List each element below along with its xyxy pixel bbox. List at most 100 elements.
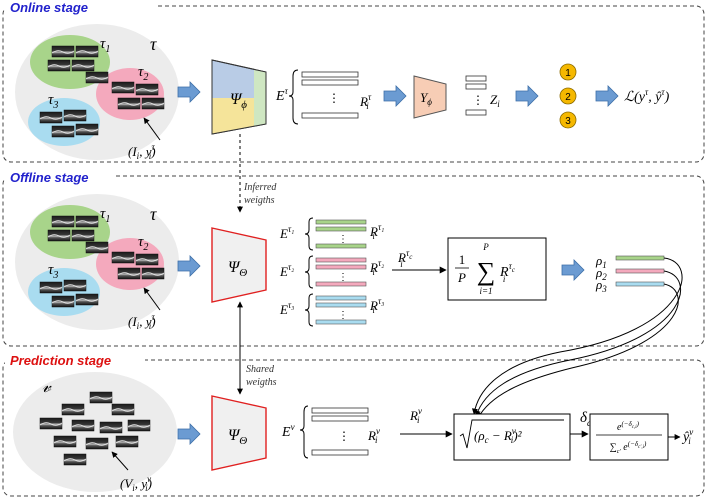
- online-rep-sup: τ: [368, 92, 372, 102]
- online-sample-label: (I: [128, 144, 137, 159]
- prediction-sample-sub: i: [132, 483, 135, 493]
- offline-embed1-label: E: [279, 226, 288, 241]
- svg-text:ρ3: ρ3: [595, 277, 607, 294]
- online-class-circle-2-label: 2: [565, 92, 571, 103]
- offline-sample-end: ): [150, 314, 155, 329]
- prediction-arrow-label-sub: i: [417, 415, 420, 425]
- offline-mean-sum: ∑: [477, 257, 496, 286]
- svg-text:Rνi: Rνi: [409, 406, 422, 425]
- svg-text:τ3: τ3: [48, 92, 58, 111]
- prediction-sample-label: (V: [120, 476, 134, 491]
- prediction-softmax-num-sup-sub: c,i: [632, 425, 637, 430]
- shared-weights-label-2: weigths: [246, 377, 277, 388]
- offline-proto1-label: ρ: [595, 253, 602, 268]
- proto2-connector: [474, 270, 682, 417]
- offline-task1-label: τ: [100, 206, 106, 222]
- offline-encoder: ΨΘ: [211, 227, 267, 303]
- svg-text:Eν: Eν: [281, 422, 295, 440]
- prediction-embed-label: E: [281, 425, 291, 440]
- offline-rep3-sub: i: [372, 305, 375, 315]
- offline-sample-sub2: i: [149, 321, 152, 331]
- offline-mean-term-sub: i: [503, 274, 506, 284]
- prediction-rep-label: R: [367, 428, 376, 443]
- svg-text:τ2: τ2: [138, 234, 148, 253]
- offline-task3-label: τ: [48, 262, 54, 278]
- offline-sample-sub: i: [137, 321, 140, 331]
- offline-rep2-sub: i: [372, 267, 375, 277]
- online-task-set-label: τ: [150, 34, 157, 54]
- svg-text:(Vi, yνi): (Vi, yνi): [120, 474, 152, 493]
- prediction-dist-formula-sup: ν: [512, 426, 516, 436]
- svg-text:ΨΘ: ΨΘ: [228, 427, 247, 447]
- online-class-circle-3: [559, 111, 577, 129]
- svg-text:⋮: ⋮: [338, 310, 348, 321]
- prediction-delta-label: δ: [580, 410, 588, 426]
- prediction-stage-title: Prediction stage: [10, 353, 111, 368]
- prediction-rep-sup: ν: [376, 426, 380, 436]
- prediction-rep-sub: i: [375, 435, 378, 445]
- offline-mean-term-sup: τ: [509, 261, 513, 271]
- offline-rep1-sub: i: [372, 231, 375, 241]
- svg-text:Υϕ: Υϕ: [420, 90, 432, 107]
- svg-text:(ρc − Rνi)²: (ρc − Rνi)²: [474, 426, 523, 445]
- offline-mean-frac-num: 1: [459, 252, 466, 267]
- svg-text:τ1: τ1: [100, 206, 110, 225]
- online-embed-label: E: [275, 89, 285, 104]
- online-encoder: Ψϕ: [211, 59, 267, 135]
- svg-text:ŷνi: ŷνi: [681, 427, 693, 446]
- offline-proto2-sub: 2: [602, 272, 607, 282]
- offline-embed1-sup: τ₁: [288, 224, 294, 234]
- prediction-softmax-den-sup: (−δ: [628, 440, 639, 448]
- online-class-circle-1-label: 1: [565, 68, 571, 79]
- prediction-arrow-1: [177, 423, 201, 445]
- offline-encoder-sub: Θ: [239, 267, 247, 279]
- prediction-arrow-label-sup: ν: [418, 406, 422, 416]
- prediction-dist-formula: (ρ: [474, 428, 485, 443]
- offline-embed2-label: E: [279, 264, 288, 279]
- online-gamma-sub: ϕ: [427, 97, 432, 107]
- prediction-dist-formula-sub: c: [485, 435, 489, 445]
- offline-mean-sum-top: P: [482, 242, 489, 252]
- svg-text:Rνi: Rνi: [367, 426, 380, 445]
- offline-task1-sub: 1: [105, 214, 110, 225]
- offline-proto3-bar: [615, 281, 665, 287]
- online-rep-sub: i: [366, 101, 369, 111]
- prediction-dist-formula-sub2: i: [511, 435, 514, 445]
- online-class-circle-1: [559, 63, 577, 81]
- offline-encoder-label: Ψ: [228, 259, 241, 276]
- svg-text:τ1: τ1: [100, 36, 110, 55]
- online-task3-sub: 3: [52, 100, 58, 111]
- online-sample-sub2: i: [149, 151, 152, 161]
- svg-text:ΨΘ: ΨΘ: [228, 259, 247, 279]
- shared-weights-label-1: Shared: [246, 364, 275, 375]
- prediction-softmax-den: e: [621, 442, 629, 453]
- prediction-sample-sub2: i: [145, 483, 148, 493]
- offline-arrow-2: [561, 259, 585, 281]
- prediction-sample-end: ): [147, 476, 152, 491]
- offline-sample-sup: τ: [151, 312, 155, 322]
- online-class-circles: 1 2 3: [559, 63, 577, 129]
- online-gamma-module: Υϕ: [413, 75, 447, 119]
- offline-proto1-sub: 1: [602, 260, 607, 270]
- prediction-stage-frame: [2, 359, 705, 497]
- offline-arrow-label-sup: τ: [406, 248, 410, 258]
- inferred-weights-label-2: weigths: [244, 195, 275, 206]
- online-class-circle-3-label: 3: [565, 116, 571, 127]
- offline-task2-sub: 2: [143, 242, 148, 253]
- svg-text:⋮: ⋮: [338, 429, 350, 443]
- online-class-circle-2: [559, 87, 577, 105]
- svg-text:Zi: Zi: [490, 92, 500, 109]
- svg-text:Eτ₂: Eτ₂: [279, 262, 294, 279]
- prediction-softmax-num-sup: (−δ: [621, 420, 632, 428]
- offline-rep2-label: R: [369, 260, 378, 275]
- offline-embed3-label: E: [279, 302, 288, 317]
- offline-proto2-label: ρ: [595, 265, 602, 280]
- online-z-label: Z: [490, 92, 498, 107]
- offline-stage-title: Offline stage: [10, 170, 89, 185]
